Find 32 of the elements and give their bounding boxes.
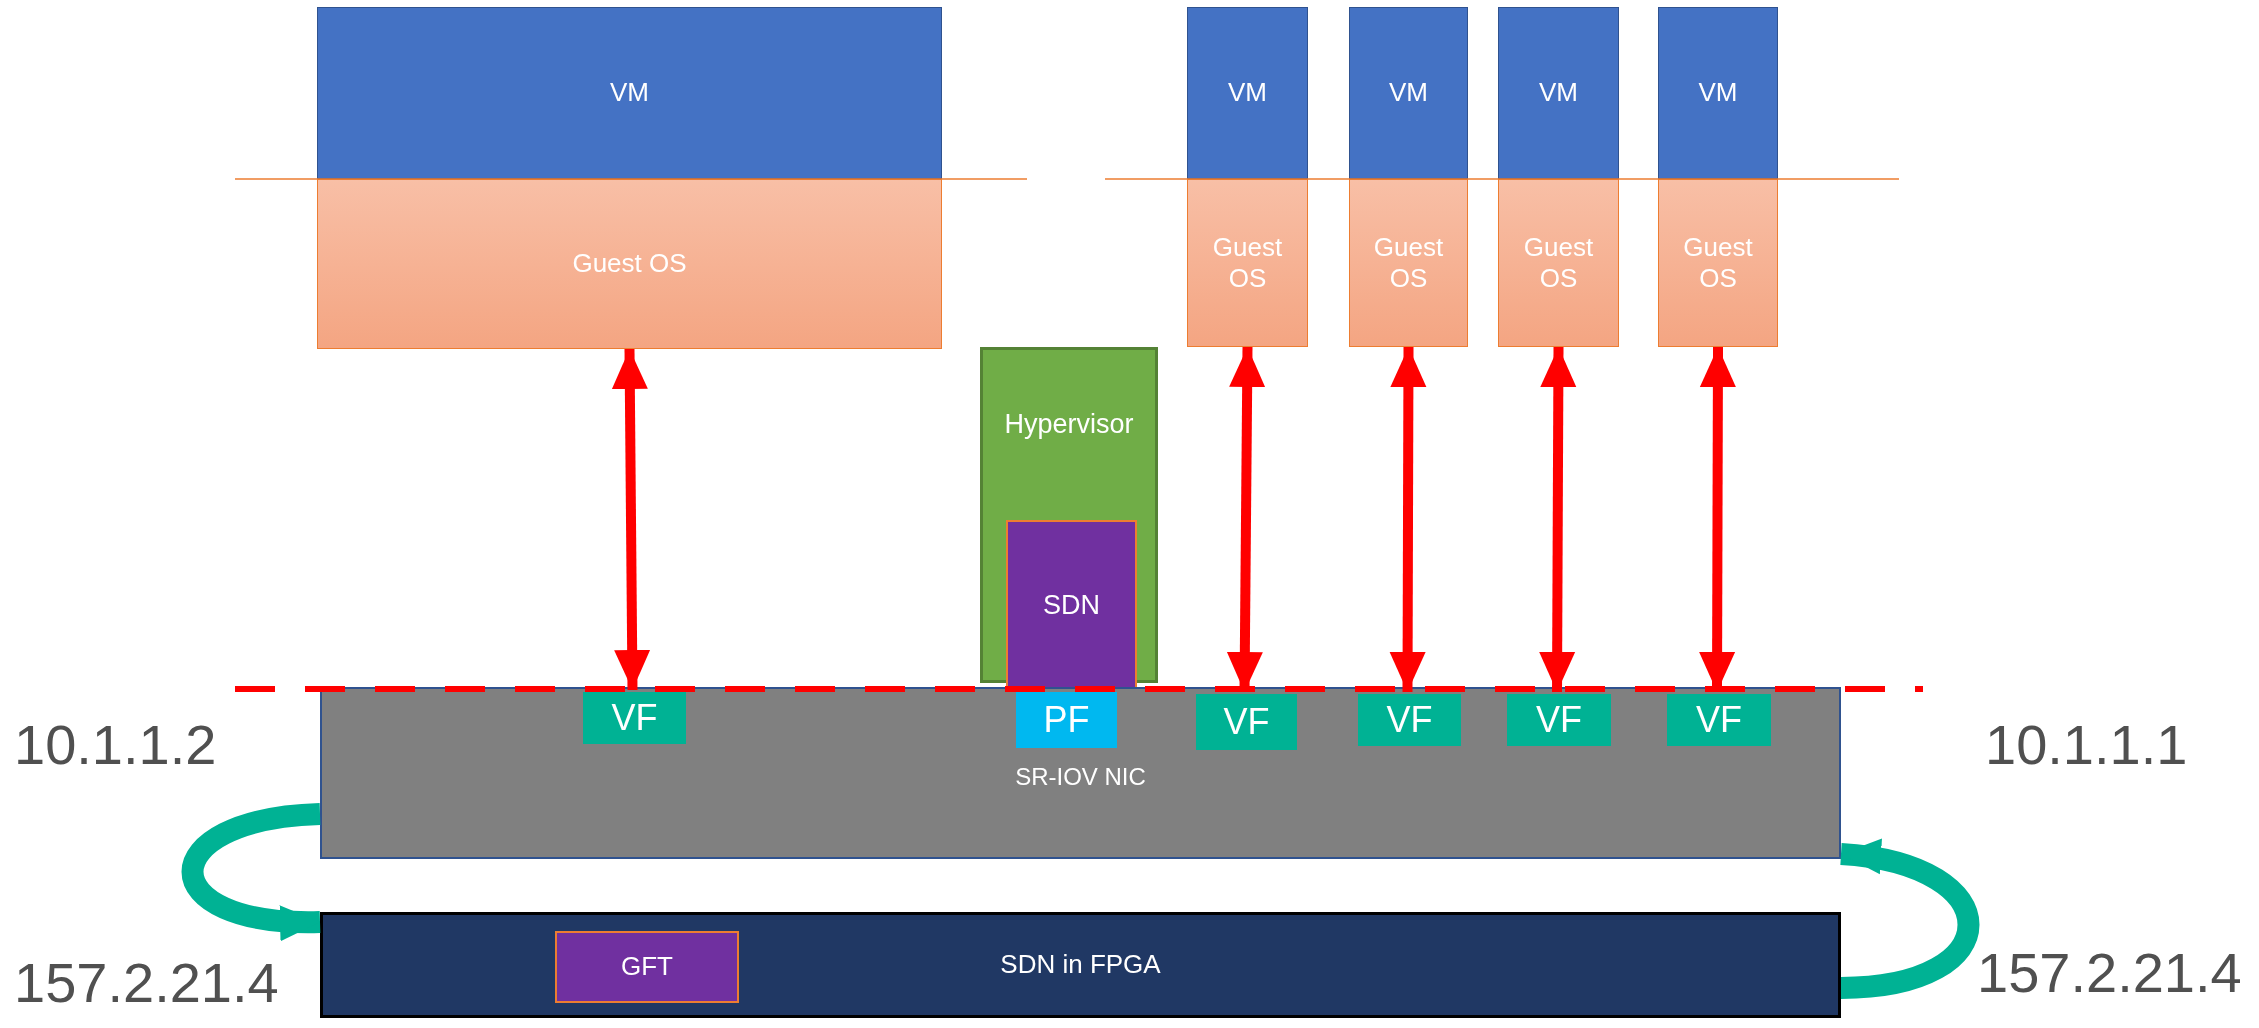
double-arrow — [1389, 347, 1427, 692]
ip-address: 157.2.21.4 — [14, 950, 279, 1015]
guest-os-box: Guest OS — [317, 179, 942, 349]
guest-os-box: Guest OS — [1349, 179, 1468, 347]
guest-os-box: Guest OS — [1498, 179, 1619, 347]
gft-box: GFT — [555, 931, 739, 1003]
vm-box: VM — [1187, 7, 1308, 179]
vf-box: VF — [1507, 694, 1611, 746]
vm-box: VM — [1658, 7, 1778, 179]
guest-os-box: Guest OS — [1187, 179, 1308, 347]
vf-box: VF — [1196, 694, 1297, 750]
vf-box: VF — [1667, 694, 1771, 746]
box-label: SDN in FPGA — [1000, 949, 1161, 981]
vf-box: VF — [583, 692, 686, 744]
ip-address: 157.2.21.4 — [1977, 940, 2242, 1005]
curved-arrow — [1839, 840, 1980, 999]
vf-box: VF — [1358, 694, 1461, 746]
fpga-box — [320, 912, 1841, 1018]
guest-os-box: Guest OS — [1658, 179, 1778, 347]
double-arrow — [611, 348, 651, 691]
ip-address: 10.1.1.2 — [14, 712, 217, 777]
double-arrow — [1539, 346, 1577, 693]
vm-box: VM — [1498, 7, 1619, 179]
sdn-box: SDN — [1006, 520, 1137, 690]
box-label: SR-IOV NIC — [1014, 763, 1147, 792]
nic-box — [320, 687, 1841, 859]
ip-address: 10.1.1.1 — [1985, 712, 2188, 777]
curved-arrow — [181, 803, 321, 939]
vm-box: VM — [1349, 7, 1468, 179]
pf-box: PF — [1016, 692, 1117, 748]
box-label: Hypervisor — [1003, 408, 1135, 441]
vm-box: VM — [317, 7, 942, 179]
